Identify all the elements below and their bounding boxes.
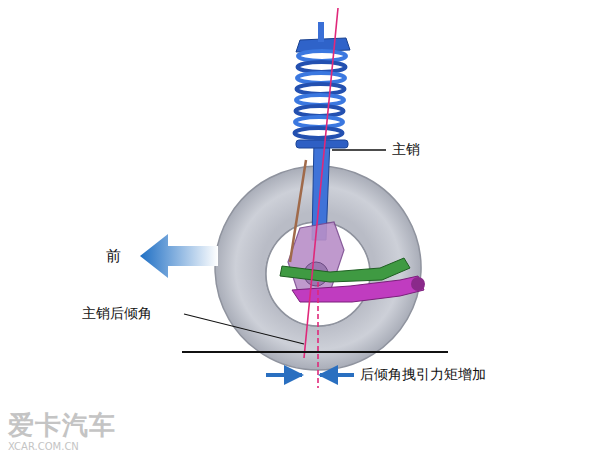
tie-rod <box>290 160 306 262</box>
dimension-arrow <box>266 373 302 377</box>
bushing <box>411 277 425 291</box>
watermark: 爱卡汽车 <box>8 410 116 441</box>
front-arrow <box>140 234 218 278</box>
watermark: XCAR.COM.CN <box>8 441 79 453</box>
spring-seat <box>296 140 348 148</box>
spring-coil <box>295 128 343 138</box>
upper-arm <box>280 258 410 282</box>
spring-coil <box>297 73 345 83</box>
strut-rod <box>318 22 324 42</box>
leader-line <box>332 149 386 151</box>
ground-line <box>182 351 448 353</box>
kingpin-axis <box>304 8 338 358</box>
dimension-arrow <box>320 373 354 377</box>
vertical-reference <box>317 282 319 388</box>
part-label: 主销 <box>392 141 420 158</box>
leader-line <box>184 314 304 344</box>
spring-coil <box>296 95 344 105</box>
spring-coil <box>298 51 346 61</box>
spring-coil <box>298 62 346 72</box>
note-label: 后倾角拽引力矩增加 <box>360 366 486 383</box>
coil-spring <box>295 51 347 138</box>
spring-coil <box>297 84 345 94</box>
direction-label: 前 <box>106 247 121 265</box>
spring-coil <box>296 106 344 116</box>
spring-coil <box>295 117 343 127</box>
angle-label: 主销后倾角 <box>82 305 152 322</box>
